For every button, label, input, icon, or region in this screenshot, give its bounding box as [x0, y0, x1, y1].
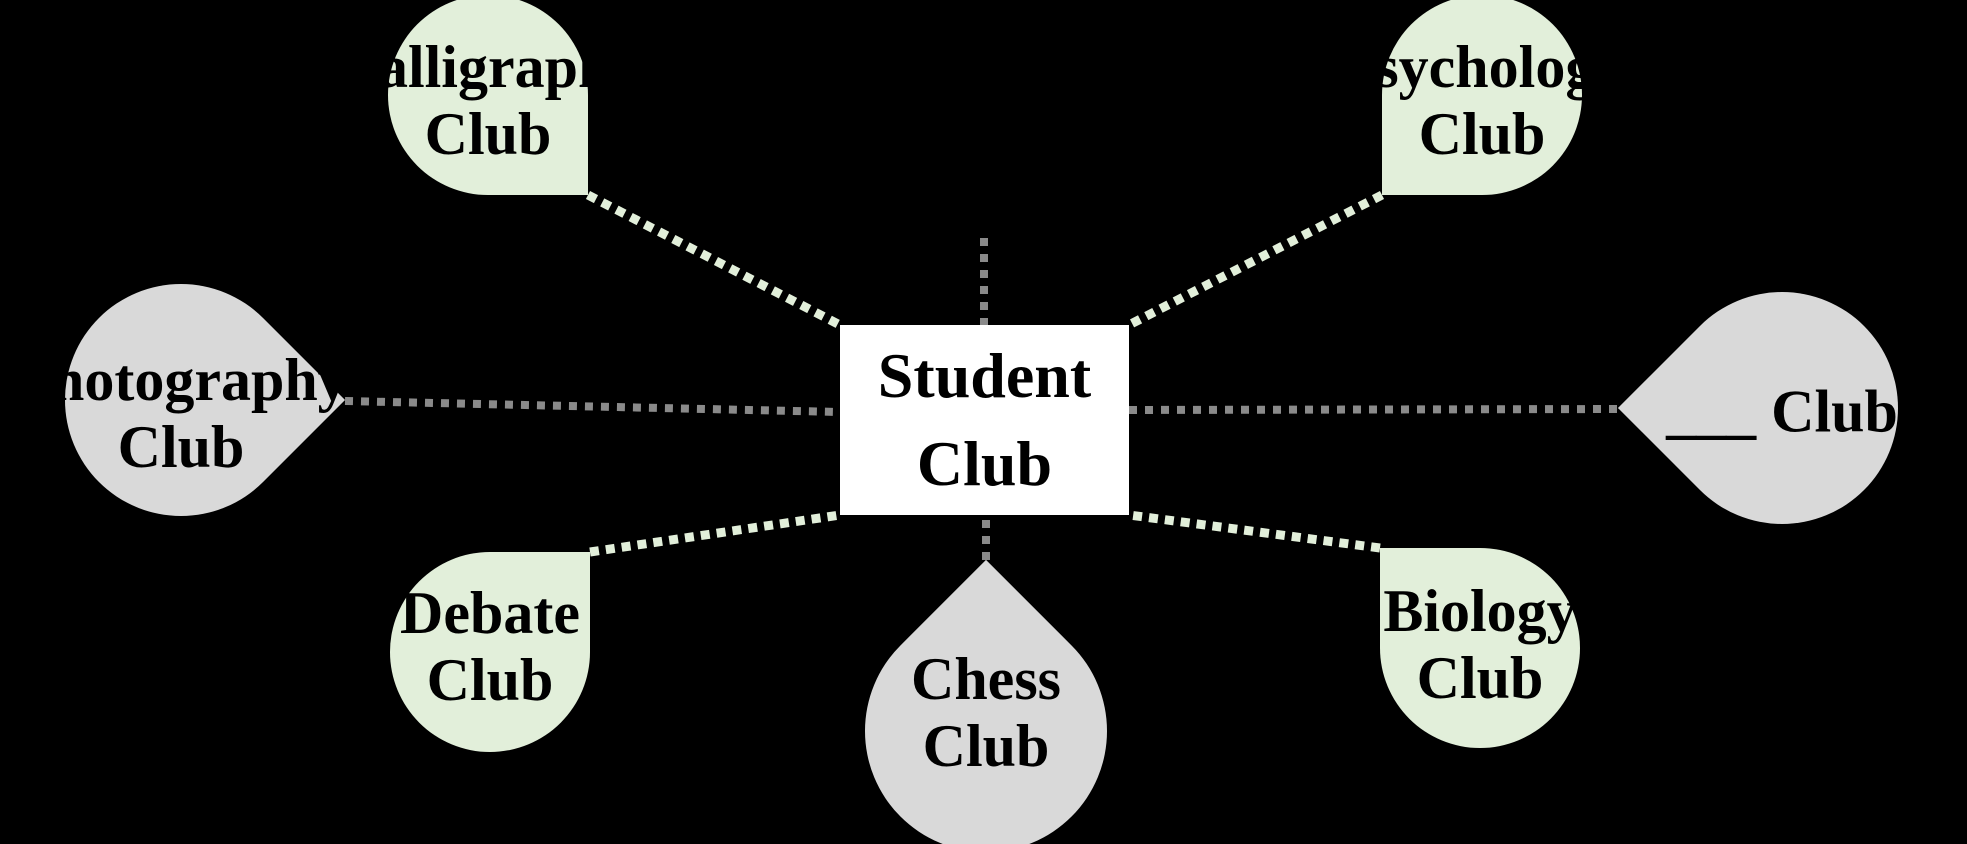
center-node-student-club: Student Club — [840, 325, 1129, 515]
connector-line-center-calligraphy — [585, 191, 843, 329]
club-node-label-line1: ___ Club — [1666, 378, 1898, 445]
club-node-label-line2: Club — [1418, 101, 1546, 167]
connector-line-center-blank — [1128, 405, 1619, 414]
club-node-label-line1: Psychology — [1338, 34, 1626, 100]
connector-line-center-debate — [589, 510, 841, 557]
club-node-label-line2: Club — [426, 647, 554, 713]
club-node-label-line1: Biology — [1383, 578, 1577, 644]
connector-line-center-psychology — [1126, 190, 1385, 330]
club-node-label-line2: Club — [922, 713, 1050, 779]
club-node-shape-calligraphy — [388, 0, 588, 195]
club-node-label-line1: Chess — [910, 646, 1062, 712]
club-node-label-line1: Photography — [14, 347, 348, 413]
club-node-label-line2: Club — [424, 101, 552, 167]
club-node-shape-biology — [1380, 548, 1580, 748]
connector-line-center-biology — [1128, 510, 1381, 553]
club-node-label-line2: Club — [117, 414, 245, 480]
club-node-label-line1: Calligraphy — [334, 34, 642, 100]
club-node-label-line2: Club — [1416, 645, 1544, 711]
connector-line-center-photography — [344, 397, 841, 416]
club-node-label-line1: Debate — [400, 580, 580, 646]
club-node-shape-debate — [390, 552, 590, 752]
center-node-label-line2: Club — [916, 428, 1053, 499]
center-node-label-line1: Student — [877, 340, 1092, 411]
club-node-shape-psychology — [1382, 0, 1582, 195]
club-node-label-blank: ___ Club — [1666, 379, 1898, 446]
